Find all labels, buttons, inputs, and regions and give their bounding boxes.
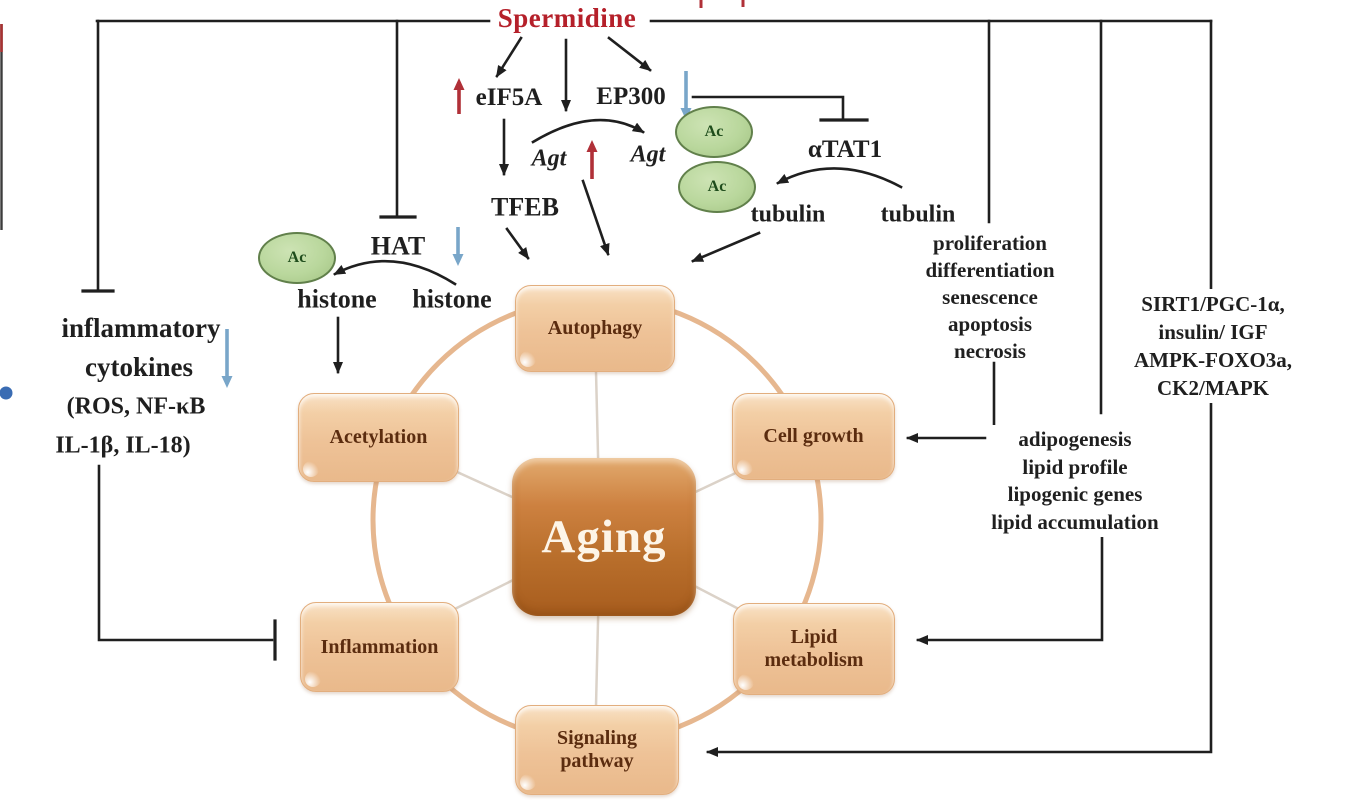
cytokines-line4: IL-1β, IL-18) <box>55 432 191 459</box>
node-tubulin-left: tubulin <box>750 201 826 228</box>
box-autophagy: Autophagy <box>515 285 675 372</box>
list-item: differentiation <box>925 258 1055 282</box>
box-signaling-pathway: Signaling pathway <box>515 705 679 795</box>
box-inflammation: Inflammation <box>300 602 459 692</box>
node-histone-left: histone <box>297 284 377 314</box>
node-hat: HAT <box>370 231 426 261</box>
lipid-effects-to-lipid-metabolism-arrow <box>916 533 1104 645</box>
list-item: senescence <box>942 285 1038 309</box>
node-agt-right: Agt <box>630 141 666 168</box>
node-eif5a: eIF5A <box>475 83 543 111</box>
diagram-title: Spermidine <box>497 2 637 33</box>
cell-processes-list: proliferation differentiation senescence… <box>925 230 1054 365</box>
cell-processes-to-cell-growth-arrow <box>906 361 996 443</box>
ep300-inhibit-atat1-line <box>691 95 845 120</box>
list-item: SIRT1/PGC-1α, <box>1141 292 1285 316</box>
hat-histone-curve <box>333 259 457 286</box>
box-acetylation: Acetylation <box>298 393 459 482</box>
list-item: adipogenesis <box>1018 427 1132 451</box>
list-item: insulin/ IGF <box>1158 320 1268 344</box>
box-lipid-metabolism: Lipid metabolism <box>733 603 895 695</box>
edge-artifacts <box>0 0 745 400</box>
tfeb-to-autophagy-arrow <box>505 227 530 260</box>
regulation-arrows <box>221 71 692 388</box>
tubulin-to-autophagy-arrow <box>691 231 761 263</box>
spermidine-to-ep300-arrow <box>607 36 652 72</box>
node-tfeb: TFEB <box>491 192 559 222</box>
list-item: proliferation <box>933 231 1047 255</box>
lipid-effects-list: adipogenesis lipid profile lipogenic gen… <box>986 425 1164 537</box>
ac-oval-histone: Ac <box>258 232 336 284</box>
signaling-molecules-list: SIRT1/PGC-1α, insulin/ IGF AMPK-FOXO3a, … <box>1128 289 1298 403</box>
node-histone-right: histone <box>412 284 492 314</box>
node-tubulin-right: tubulin <box>880 201 956 228</box>
drop-to-signaling-pathway-arrow <box>706 19 1213 757</box>
list-item: lipid accumulation <box>991 509 1159 534</box>
list-item: apoptosis <box>947 312 1033 336</box>
cytokines-line2: cytokines <box>85 351 193 382</box>
cytokines-line1: inflammatory <box>61 312 221 343</box>
node-atat1: αTAT1 <box>807 135 883 163</box>
list-item: AMPK-FOXO3a, <box>1133 348 1293 372</box>
node-agt-left: Agt <box>531 145 567 172</box>
pathway-arrows <box>81 19 1213 757</box>
hub-aging: Aging <box>512 458 696 616</box>
agt-acetylation-curve <box>531 118 645 144</box>
list-item: lipid profile <box>1022 454 1128 479</box>
list-item: CK2/MAPK <box>1157 376 1269 400</box>
cytokines-line3: (ROS, NF-κB <box>66 393 206 420</box>
agt-to-autophagy-arrow <box>581 179 610 256</box>
ac-oval-top: Ac <box>675 106 753 158</box>
list-item: necrosis <box>954 339 1026 363</box>
box-cell-growth: Cell growth <box>732 393 895 480</box>
atat1-to-tubulin-curve <box>776 167 903 189</box>
spermidine-to-eif5a-arrow <box>495 36 523 78</box>
cytokines-inhibit-inflammation-line <box>97 464 274 642</box>
node-ep300: EP300 <box>596 82 666 110</box>
list-item: lipogenic genes <box>1007 482 1143 506</box>
blue-dot <box>0 386 13 400</box>
ac-oval-tubulin: Ac <box>678 161 756 213</box>
